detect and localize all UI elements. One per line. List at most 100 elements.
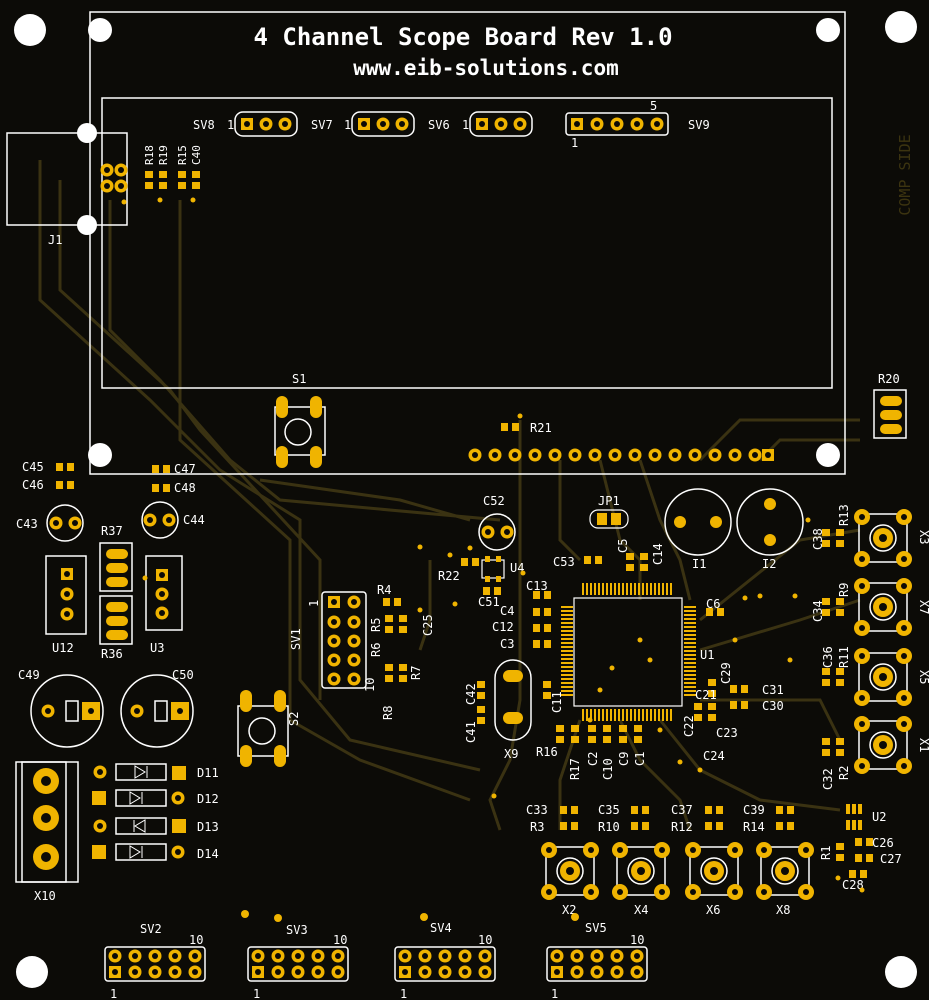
sv2-pin10: 10 bbox=[189, 933, 203, 947]
comp-side-label: COMP SIDE bbox=[896, 134, 914, 215]
x10-terminal: X10 bbox=[15, 761, 79, 903]
sv8-pin1: 1 bbox=[227, 118, 234, 132]
board-title: 4 Channel Scope Board Rev 1.0 bbox=[253, 23, 672, 51]
s2-switch: S2 bbox=[237, 690, 301, 767]
display-outline bbox=[89, 11, 846, 475]
label-c22: C22 bbox=[682, 715, 696, 737]
diodes: D11 D12 D13 D14 bbox=[92, 763, 219, 861]
r18-group: R18 R19 R15 C40 bbox=[143, 145, 203, 189]
label-c26: C26 bbox=[872, 836, 894, 850]
sv3-pin10: 10 bbox=[333, 933, 347, 947]
vias bbox=[121, 197, 865, 893]
label-c42: C42 bbox=[464, 683, 478, 705]
label-r18: R18 bbox=[143, 145, 156, 165]
label-x7: X7 bbox=[917, 600, 929, 614]
label-s1: S1 bbox=[292, 372, 306, 386]
sv8-connector: SV8 1 bbox=[193, 111, 298, 137]
sv5-label: SV5 bbox=[585, 921, 607, 935]
label-r17: R17 bbox=[568, 758, 582, 780]
label-c25: C25 bbox=[421, 614, 435, 636]
label-c51: C51 bbox=[478, 595, 500, 609]
j1-hole bbox=[77, 215, 97, 235]
sv7-connector: SV7 1 bbox=[311, 111, 415, 137]
label-r16: R16 bbox=[536, 745, 558, 759]
label-c21: C21 bbox=[695, 688, 717, 702]
label-c11: C11 bbox=[550, 691, 564, 713]
label-r4: R4 bbox=[377, 583, 391, 597]
label-x4: X4 bbox=[634, 903, 648, 917]
label-r5: R5 bbox=[369, 618, 383, 632]
r20-pot: R20 bbox=[873, 372, 907, 439]
sv3-pin1: 1 bbox=[253, 987, 260, 1000]
label-c23: C23 bbox=[716, 726, 738, 740]
label-c27: C27 bbox=[880, 852, 902, 866]
label-r13: R13 bbox=[837, 504, 851, 526]
label-c39: C39 bbox=[743, 803, 765, 817]
label-x10: X10 bbox=[34, 889, 56, 903]
label-c32: C32 bbox=[821, 768, 835, 790]
sv2-connector: SV2 10 1 bbox=[105, 922, 205, 1000]
label-x5: X5 bbox=[917, 670, 929, 684]
label-c33: C33 bbox=[526, 803, 548, 817]
label-c2: C2 bbox=[586, 752, 600, 766]
sv5-pin10: 10 bbox=[630, 933, 644, 947]
sv6-connector: SV6 1 bbox=[428, 111, 533, 137]
sv3-label: SV3 bbox=[286, 923, 308, 937]
label-c6: C6 bbox=[706, 597, 720, 611]
label-x9: X9 bbox=[504, 747, 518, 761]
sv2-pin1: 1 bbox=[110, 987, 117, 1000]
label-c45: C45 bbox=[22, 460, 44, 474]
label-c52: C52 bbox=[483, 494, 505, 508]
sv1-label: SV1 bbox=[289, 628, 303, 650]
sv9-connector: 5 1 SV9 bbox=[565, 99, 710, 150]
u1-mcu: U1 bbox=[561, 583, 714, 721]
sv6-pin1: 1 bbox=[462, 118, 469, 132]
label-x1: X1 bbox=[917, 738, 929, 752]
sv5-connector: SV5 10 1 bbox=[547, 921, 647, 1000]
label-u3: U3 bbox=[150, 641, 164, 655]
sv8-label: SV8 bbox=[193, 118, 215, 132]
label-c24: C24 bbox=[703, 749, 725, 763]
label-r3: R3 bbox=[530, 820, 544, 834]
label-c44: C44 bbox=[183, 513, 205, 527]
label-r22: R22 bbox=[438, 569, 460, 583]
label-r20: R20 bbox=[878, 372, 900, 386]
sv1-pin10: 10 bbox=[363, 678, 377, 692]
sv4-pin10: 10 bbox=[478, 933, 492, 947]
label-c34: C34 bbox=[811, 600, 825, 622]
label-x8: X8 bbox=[776, 903, 790, 917]
sv2-label: SV2 bbox=[140, 922, 162, 936]
label-s2: S2 bbox=[287, 712, 301, 726]
sv4-pin1: 1 bbox=[400, 987, 407, 1000]
label-i1: I1 bbox=[692, 557, 706, 571]
sv3-connector: SV3 10 1 bbox=[248, 923, 348, 1000]
label-c13: C13 bbox=[526, 579, 548, 593]
label-r15: R15 bbox=[176, 145, 189, 165]
sv9-label: SV9 bbox=[688, 118, 710, 132]
label-c53: C53 bbox=[553, 555, 575, 569]
label-x6: X6 bbox=[706, 903, 720, 917]
j1-hole bbox=[77, 123, 97, 143]
label-c48: C48 bbox=[174, 481, 196, 495]
label-c46: C46 bbox=[22, 478, 44, 492]
label-c50: C50 bbox=[172, 668, 194, 682]
display-window bbox=[101, 97, 833, 389]
label-c37: C37 bbox=[671, 803, 693, 817]
label-r1: R1 bbox=[819, 846, 833, 860]
display-header-row bbox=[468, 448, 774, 462]
label-c40: C40 bbox=[190, 145, 203, 165]
label-c38: C38 bbox=[811, 528, 825, 550]
s1-switch: S1 bbox=[274, 372, 326, 468]
label-r7: R7 bbox=[409, 666, 423, 680]
label-x3: X3 bbox=[917, 530, 929, 544]
label-c4: C4 bbox=[500, 604, 514, 618]
copper-traces bbox=[38, 160, 861, 831]
label-c35: C35 bbox=[598, 803, 620, 817]
sv9-pin5: 5 bbox=[650, 99, 657, 113]
label-r14: R14 bbox=[743, 820, 765, 834]
label-d14: D14 bbox=[197, 847, 219, 861]
label-jp1: JP1 bbox=[598, 494, 620, 508]
label-r36: R36 bbox=[101, 647, 123, 661]
u2-chip bbox=[846, 804, 862, 830]
